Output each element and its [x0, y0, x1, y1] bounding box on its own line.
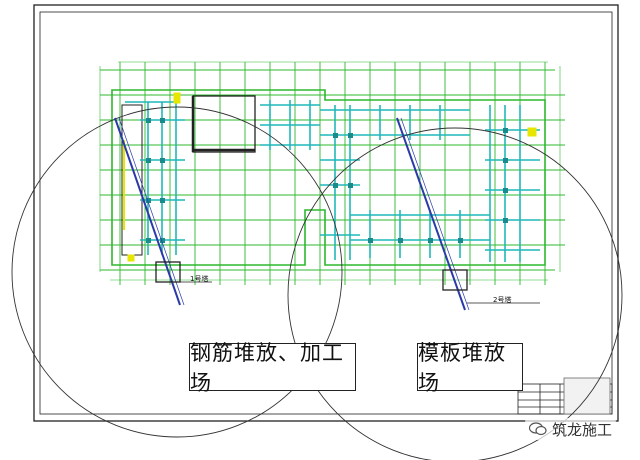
column-marks [146, 118, 508, 243]
tower-crane-1 [114, 117, 212, 306]
crane-1-label: 1号塔 [190, 275, 209, 283]
building-outline [111, 89, 546, 266]
stair-core [121, 95, 256, 256]
sheet-frame [33, 4, 619, 422]
formwork-area-label: 模板堆放场 [417, 341, 523, 395]
rebar-area-label: 钢筋堆放、加工场 [189, 341, 356, 395]
building-grid [99, 61, 565, 285]
structure-left [125, 100, 320, 255]
title-block [517, 377, 613, 415]
yellow-accents [123, 92, 537, 262]
structure-right [320, 105, 540, 262]
watermark-text: 筑龙施工 [552, 420, 613, 439]
tower-crane-2 [396, 117, 540, 311]
chat-bubble-icon [529, 422, 547, 436]
crane-radius-circles [11, 106, 623, 460]
watermark: 筑龙施工 [525, 418, 617, 440]
crane-2-label: 2号塔 [493, 296, 512, 304]
